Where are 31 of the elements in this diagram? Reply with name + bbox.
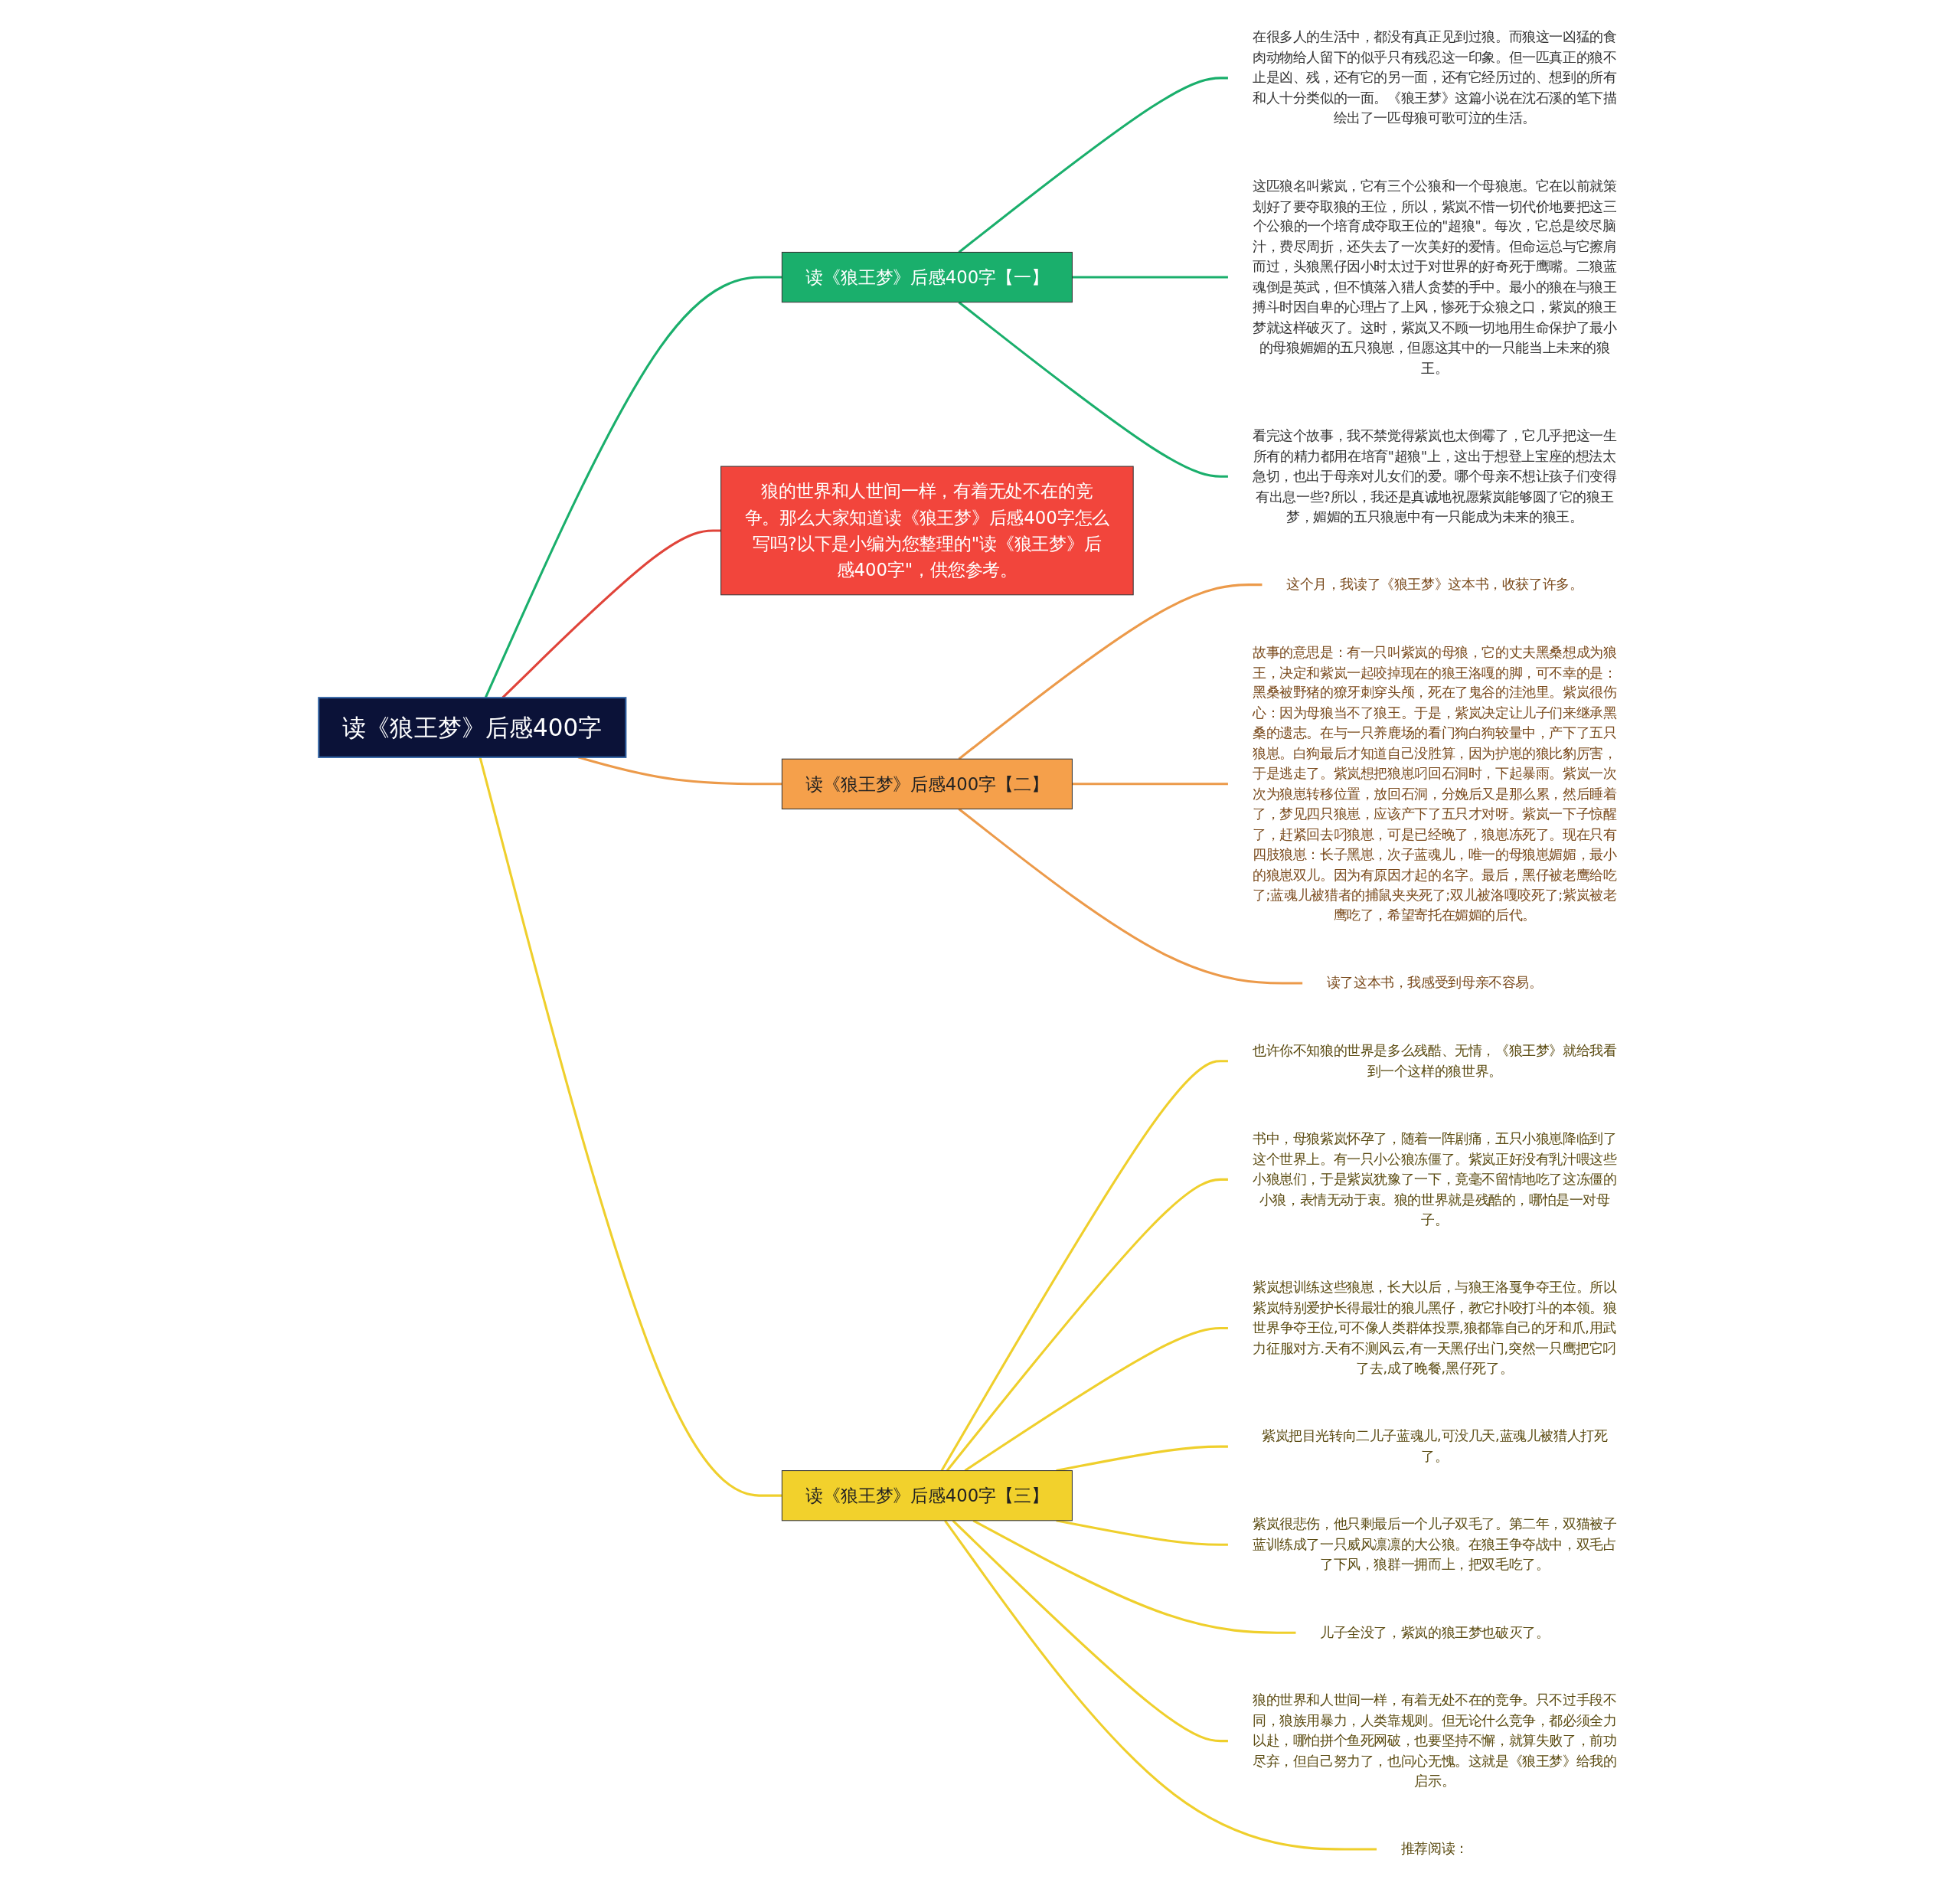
connector [1056, 1445, 1229, 1472]
node-text: 书中，母狼紫岚怀孕了，随着一阵剧痛，五只小狼崽降临到了这个世界上。有一只小公狼冻僵了。紫岚正好没有乳汁喂这些小狼崽们，于是紫岚犹豫了一下，竟毫不留情地吃了这冻僵的小狼，表情无动于衷。狼的世界就是残酷的，哪怕是一对母子。 [1253, 1129, 1617, 1227]
connector [958, 583, 1263, 760]
connector [944, 1519, 1377, 1850]
connector [1072, 276, 1229, 279]
node-text: 看完这个故事，我不禁觉得紫岚也太倒霉了，它几乎把这一生所有的精力都用在培育"超狼"上，这出于想登上宝座的想法太急切，也出于母亲对儿女们的爱。哪个母亲不想让孩子们变得有出息一些?所以，我还是真诚地祝愿紫岚能够圆了它的狼王梦，媚媚的五只狼崽中有一只能成为未来的狼王。 [1253, 427, 1617, 525]
node-box [720, 466, 1135, 595]
connector [964, 1326, 1229, 1472]
node-text: 紫岚很悲伤，他只剩最后一个儿子双毛了。第二年，双猫被子蓝训练成了一只威风凛凛的大公狼。在狼王争夺战中，双毛占了下风，狼群一拥而上，把双毛吃了。 [1253, 1515, 1617, 1572]
connector [479, 757, 782, 1497]
node-box [318, 696, 627, 758]
node-text: 在很多人的生活中，都没有真正见到过狼。而狼这一凶猛的食肉动物给人留下的似乎只有残忍这一印象。但一匹真正的狼不止是凶、残，还有它的另一面，还有它经历过的、想到的所有和人十分类似的一面。《狼王梦》这篇小说在沈石溪的笔下描绘出了一匹母狼可歌可泣的生活。 [1253, 28, 1617, 126]
node-text: 读了这本书，我感受到母亲不容易。 [1327, 974, 1543, 991]
mind-map-drawing: 读《狼王梦》后感400字 读《狼王梦》后感400字【一】 在很多人的生活中，都没有真正见到过狼。而狼这一凶猛的食肉动物给人留下的似乎只有残忍这一印象。但一匹真正的狼不止是凶、残，还有它的另一面，还有它经历过的、想到的所有和人十分类似的一面。《狼王梦》这篇小说在沈石溪的笔下描绘出了一匹母狼可歌可泣的生活。 这匹狼名叫紫岚，它有三个公狼和一个母狼崽。它在以前就策划好了要夺取狼的王位，所以，紫岚不惜一切代价地要把这三个公狼的一个培育成夺取王位的"超狼"。每次，它总是绞尽脑汁，费尽周折，还失去了一次美好的爱情。但命运总与它擦肩而过，头狼黑仔因小时太过于对世界的好奇死于鹰嘴。二狼蓝魂倒是英武，但不慎落入猎人贪婪的手中。最小的狼在与狼王搏斗时因自卑的心理占了上风，惨死于众狼之口，紫岚的狼王梦就这样破灭了。这时，紫岚又不顾一切地用生命保护了最小的母狼媚媚的五只狼崽，但愿这其中的一只能当上未来的狼王。 看完这个故事，我不禁觉得紫岚也太倒霉了，它几乎把这一生所有的精力都用在培育"超狼"上，这出于想登上宝座的想法太急切，也出于母亲对儿女们的爱。哪个母亲不想让孩子们变得有出息一些?所以，我还是真诚地祝愿紫岚能够圆了它的狼王梦，媚媚的五只狼崽中有一只能成为未来的狼王。 狼的世界和人世间一样，有着无处不在的竞争。那么大家知道读《狼王梦》后感400字怎么写吗?以下是小编为您整理的"读《狼王梦》后感400字"，供您参考。 读《狼王梦》后感400字【二】 这个月，我读了《狼王梦》这本书，收获了许多。 故事的意思是：有一只叫紫岚的母狼，它的丈夫黑桑想成为狼王，决定和紫岚一起咬掉现在的狼王洛嘎的脚，可不幸的是：黑桑被野猪的獠牙刺穿头颅，死在了鬼谷的洼池里。紫岚很伤心：因为母狼当不了狼王。于是，紫岚决定让儿子们来继承黑桑的遗志。在与一只养鹿场的看门狗白狗较量中，产下了五只狼崽。白狗最后才知道自己没胜算，因为护崽的狼比豹厉害，于是逃走了。紫岚想把狼崽叼回石洞时，下起暴雨。紫岚一次次为狼崽转移位置，放回石洞，分娩后又是那么累，然后睡着了，梦见四只狼崽，应该产下了五只才对呀。紫岚一下子惊醒了，赶紧回去叼狼崽，可是已经晚了，狼崽冻死了。现在只有四肢狼崽：长子黑崽，次子蓝魂儿，唯一的母狼崽媚媚，最小的狼崽双儿。因为有原因才起的名字。最后，黑仔被老鹰给吃了;蓝魂儿被猎者的捕鼠夹夹死了;双儿被洛嘎咬死了;紫岚被老鹰吃了，希望寄托在媚媚的后代。 读了这本书，我感受到母亲不容易。 读《狼王梦》后感400字【三】 也许你不知狼的世界是多么残酷、无情，《狼王梦》就给我看到一个这样的狼世界。 书中，母狼紫岚怀孕了，随着一阵剧痛，五只小狼崽降临到了这个世界上。有一只小公狼冻僵了。紫岚正好没有乳汁喂这些小狼崽们，于是紫岚犹豫了一下，竟毫不留情地吃了这冻僵的小狼，表情无动于衷。狼的世界就是残酷的，哪怕是一对母子。 紫岚想训练这些狼崽，长大以后，与狼王洛戛争夺王位。所以紫岚特别爱护长得最壮的狼儿黑仔，教它扑咬打斗的本领。狼世界争夺王位,可不像人类群体投票,狼都靠自己的牙和爪,用武力征服对方.天有不测风云,有一天黑仔出门,突然一只鹰把它叼了去,成了晚餐,黑仔死了。 紫岚把目光转向二儿子蓝魂儿,可没几天,蓝魂儿被猎人打死了。 紫岚很悲伤，他只剩最后一个儿子双毛了。第二年，双猫被子蓝训练成了一只威风凛凛的大公狼。在狼王争夺战中，双毛占了下风，狼群一拥而上，把双毛吃了。 儿子全没了，紫岚的狼王梦也破灭了。 狼的世界和人世间一样，有着无处不在的竞争。只不过手段不同，狼族用暴力，人类靠规则。但无论什么竞争，都必须全力以赴，哪怕拼个鱼死网破，也要坚持不懈，就算失败了，前功尽弃，但自己努力了，也问心无愧。这就是《狼王梦》给我的启示。 推荐阅读： [312, 8, 1648, 1878]
node-box [782, 251, 1073, 302]
node-box [782, 1469, 1073, 1521]
node-text: 也许你不知狼的世界是多么残酷、无情，《狼王梦》就给我看到一个这样的狼世界。 [1253, 1041, 1617, 1079]
node-text: 狼的世界和人世间一样，有着无处不在的竞争。只不过手段不同，狼族用暴力，人类靠规则。但无论什么竞争，都必须全力以赴，哪怕拼个鱼死网破，也要坚持不懈，就算失败了，前功尽弃，但自己努力了，也问心无愧。这就是《狼王梦》给我的启示。 [1253, 1692, 1617, 1789]
node-text: 这个月，我读了《狼王梦》这本书，收获了许多。 [1286, 576, 1583, 592]
connector [952, 1519, 1229, 1742]
node-text: 推荐阅读： [1401, 1840, 1469, 1857]
node-text: 紫岚想训练这些狼崽，长大以后，与狼王洛戛争夺王位。所以紫岚特别爱护长得最壮的狼儿黑仔，教它扑咬打斗的本领。狼世界争夺王位,可不像人类群体投票,狼都靠自己的牙和爪,用武力征服对方.天有不测风云,有一天黑仔出门,突然一只鹰把它叼了去,成了晚餐,黑仔死了。 [1253, 1279, 1617, 1376]
node-box [782, 758, 1073, 809]
connector [946, 1178, 1229, 1472]
node-text: 儿子全没了，紫岚的狼王梦也破灭了。 [1320, 1623, 1550, 1640]
connector [958, 807, 1304, 985]
node-text: 紫岚把目光转向二儿子蓝魂儿,可没几天,蓝魂儿被猎人打死了。 [1262, 1427, 1608, 1464]
node-text: 这匹狼名叫紫岚，它有三个公狼和一个母狼崽。它在以前就策划好了要夺取狼的王位，所以，紫岚不惜一切代价地要把这三个公狼的一个培育成夺取王位的"超狼"。每次，它总是绞尽脑汁，费尽周折，还失去了一次美好的爱情。但命运总与它擦肩而过，头狼黑仔因小时太过于对世界的好奇死于鹰嘴。二狼蓝魂倒是英武，但不慎落入猎人贪婪的手中。最小的狼在与狼王搏斗时因自卑的心理占了上风，惨死于众狼之口，紫岚的狼王梦就这样破灭了。这时，紫岚又不顾一切地用生命保护了最小的母狼媚媚的五只狼崽，但愿这其中的一只能当上未来的狼王。 [1253, 177, 1617, 375]
connector [940, 1059, 1229, 1471]
node-text: 故事的意思是：有一只叫紫岚的母狼，它的丈夫黑桑想成为狼王，决定和紫岚一起咬掉现在的狼王洛嘎的脚，可不幸的是：黑桑被野猪的獠牙刺穿头颅，死在了鬼谷的洼池里。紫岚很伤心：因为母狼当不了狼王。于是，紫岚决定让儿子们来继承黑桑的遗志。在与一只养鹿场的看门狗白狗较量中，产下了五只狼崽。白狗最后才知道自己没胜算，因为护崽的狼比豹厉害，于是逃走了。紫岚想把狼崽叼回石洞时，下起暴雨。紫岚一次次为狼崽转移位置，放回石洞，分娩后又是那么累，然后睡着了，梦见四只狼崽，应该产下了五只才对呀。紫岚一下子惊醒了，赶紧回去叼狼崽，可是已经晚了，狼崽冻死了。现在只有四肢狼崽：长子黑崽，次子蓝魂儿，唯一的母狼崽媚媚，最小的狼崽双儿。因为有原因才起的名字。最后，黑仔被老鹰给吃了;蓝魂儿被猎者的捕鼠夹夹死了;双儿被洛嘎咬死了;紫岚被老鹰吃了，希望寄托在媚媚的后代。 [1253, 643, 1617, 923]
connector [1072, 782, 1229, 785]
